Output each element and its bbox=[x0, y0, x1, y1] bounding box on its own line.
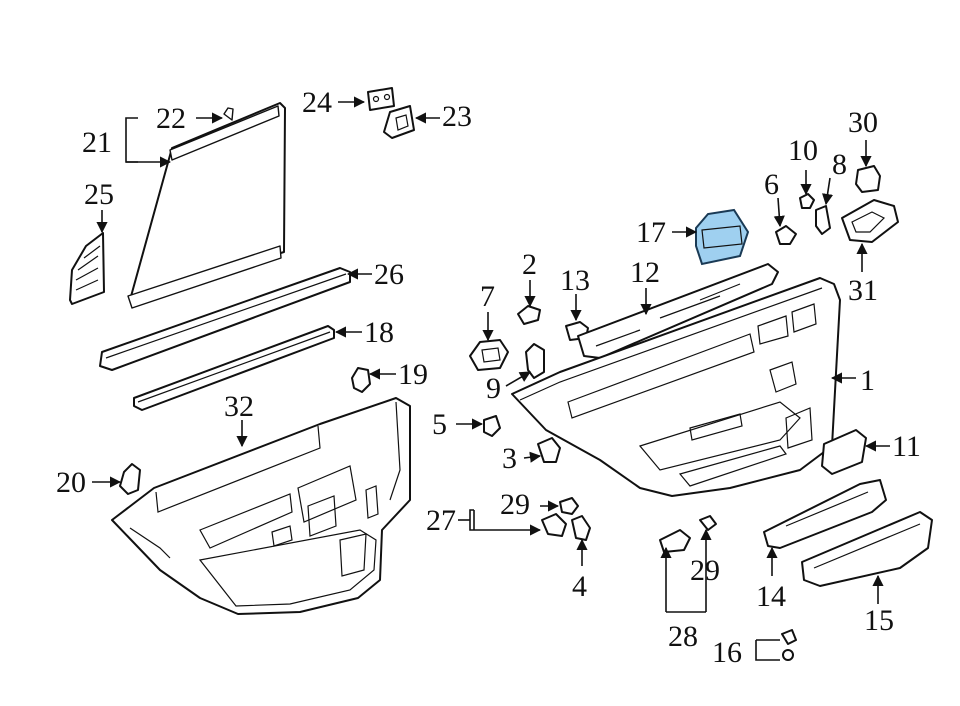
callout-6: 6 bbox=[764, 168, 779, 201]
leader-lines bbox=[92, 96, 890, 661]
callout-29-lower: 29 bbox=[690, 554, 720, 587]
clip-part-29-lower bbox=[699, 515, 717, 531]
callout-22: 22 bbox=[156, 102, 186, 135]
callout-23: 23 bbox=[442, 100, 472, 133]
callout-8: 8 bbox=[832, 148, 847, 181]
callout-29-upper: 29 bbox=[500, 488, 530, 521]
callout-31: 31 bbox=[848, 274, 878, 307]
pull-handle-part-14 bbox=[763, 479, 887, 549]
callout-21: 21 bbox=[82, 126, 112, 159]
callout-28: 28 bbox=[668, 620, 698, 653]
corner-trim-part-25 bbox=[69, 232, 105, 305]
callout-25: 25 bbox=[84, 178, 114, 211]
callout-1: 1 bbox=[860, 364, 875, 397]
callout-24: 24 bbox=[302, 86, 332, 119]
callout-16: 16 bbox=[712, 636, 742, 669]
callout-labels: 21 22 24 23 25 26 18 19 32 20 7 2 13 12 … bbox=[56, 86, 921, 669]
cap-part-2 bbox=[517, 305, 541, 325]
callout-20: 20 bbox=[56, 466, 86, 499]
callout-32: 32 bbox=[224, 390, 254, 423]
switch-knob-part-30 bbox=[855, 165, 881, 193]
callout-17: 17 bbox=[636, 216, 666, 249]
callout-11: 11 bbox=[892, 430, 921, 463]
plate-part-24 bbox=[367, 87, 395, 111]
bracket-part-27 bbox=[541, 513, 567, 537]
callout-10: 10 bbox=[788, 134, 818, 167]
clip-part-19 bbox=[351, 367, 371, 393]
callout-2: 2 bbox=[522, 248, 537, 281]
window-switch-part-31 bbox=[841, 199, 899, 243]
callout-4: 4 bbox=[572, 570, 587, 603]
callout-27: 27 bbox=[426, 504, 456, 537]
armrest-cover-part-15 bbox=[801, 511, 933, 587]
weatherstrip-part-18 bbox=[133, 325, 335, 411]
callout-3: 3 bbox=[502, 442, 517, 475]
handle-housing-part-7 bbox=[469, 339, 509, 371]
callout-19: 19 bbox=[398, 358, 428, 391]
clip-part-8 bbox=[815, 205, 831, 235]
callout-26: 26 bbox=[374, 258, 404, 291]
bracket-part-23 bbox=[383, 105, 415, 139]
callout-14: 14 bbox=[756, 580, 786, 613]
callout-5: 5 bbox=[432, 408, 447, 441]
armrest-pad-part-12 bbox=[577, 263, 779, 359]
callout-15: 15 bbox=[864, 604, 894, 637]
door-panel-part-32 bbox=[111, 397, 411, 615]
callout-7: 7 bbox=[480, 280, 495, 313]
cover-part-11 bbox=[821, 429, 867, 475]
bracket-part-9 bbox=[525, 343, 545, 379]
nut-part-10 bbox=[799, 193, 815, 209]
bracket-part-3 bbox=[537, 437, 561, 463]
callout-13: 13 bbox=[560, 264, 590, 297]
callout-9: 9 bbox=[486, 372, 501, 405]
clip-part-6 bbox=[775, 225, 797, 245]
callout-12: 12 bbox=[630, 256, 660, 289]
screw-part-5 bbox=[483, 415, 501, 437]
door-panel-part-1 bbox=[511, 277, 841, 497]
clip-part-20 bbox=[119, 463, 141, 495]
bracket-part-4 bbox=[571, 515, 591, 541]
callout-18: 18 bbox=[364, 316, 394, 349]
clip-part-29-upper bbox=[559, 497, 579, 515]
callout-30: 30 bbox=[848, 106, 878, 139]
belt-molding-part-26 bbox=[99, 267, 351, 371]
window-glass-part bbox=[127, 102, 286, 309]
screw-part-16 bbox=[781, 629, 797, 661]
switch-bezel-part-17 bbox=[695, 208, 750, 266]
bracket-part-28 bbox=[659, 529, 691, 553]
